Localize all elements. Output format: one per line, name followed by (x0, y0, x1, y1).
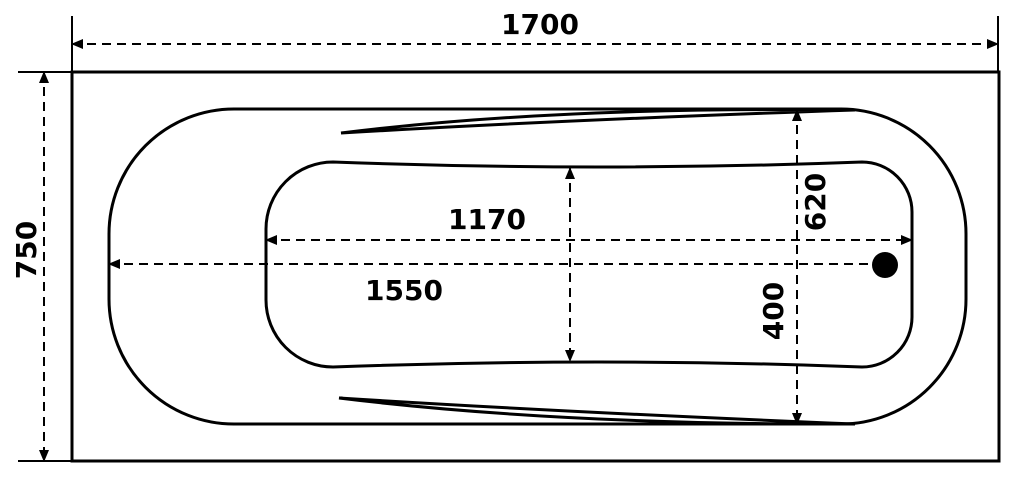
armrest-top (340, 107, 856, 135)
armrest-bottom (338, 396, 856, 426)
tub-outline (70, 70, 1001, 463)
dimension-label-1700: 1700 (501, 8, 579, 41)
dimension-label-400: 400 (757, 282, 790, 340)
drain-icon (872, 252, 898, 278)
dimension-label-750: 750 (10, 221, 43, 279)
dimension-label-1170: 1170 (448, 203, 526, 236)
dimension-label-1550: 1550 (365, 274, 443, 307)
tub-basin (264, 160, 914, 369)
dimension-label-620: 620 (799, 173, 832, 231)
tub-rim (107, 107, 968, 426)
